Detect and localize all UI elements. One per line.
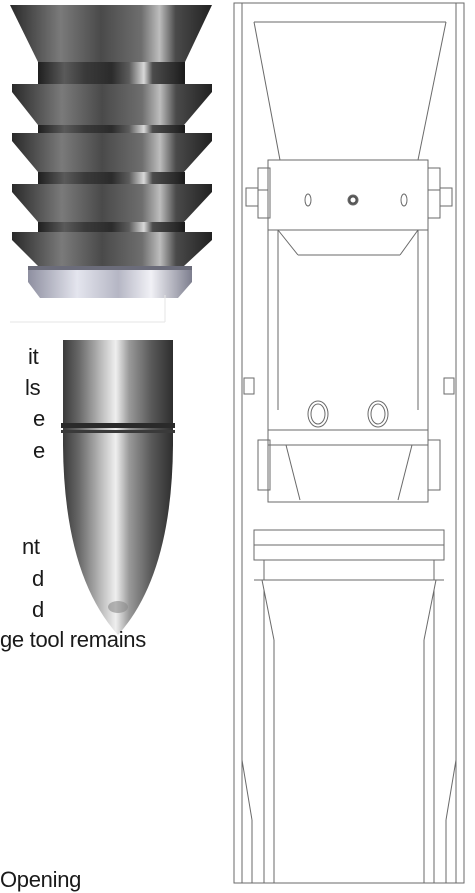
text-fragment-8: ge tool remains bbox=[0, 627, 146, 652]
text-fragment-6: d bbox=[32, 566, 44, 591]
text-fragment-9: Opening bbox=[0, 867, 82, 892]
text-fragment-4: e bbox=[33, 438, 45, 463]
text-fragment-7: d bbox=[32, 597, 44, 622]
text-fragment-2: ls bbox=[25, 375, 41, 400]
stage-tool-cross-section bbox=[233, 2, 465, 884]
text-fragment-3: e bbox=[33, 406, 45, 431]
dart-illustration bbox=[61, 340, 175, 635]
text-fragment-1: it bbox=[28, 344, 39, 369]
text-fragment-5: nt bbox=[22, 534, 40, 559]
stacked-cone-plug-illustration bbox=[10, 5, 212, 323]
